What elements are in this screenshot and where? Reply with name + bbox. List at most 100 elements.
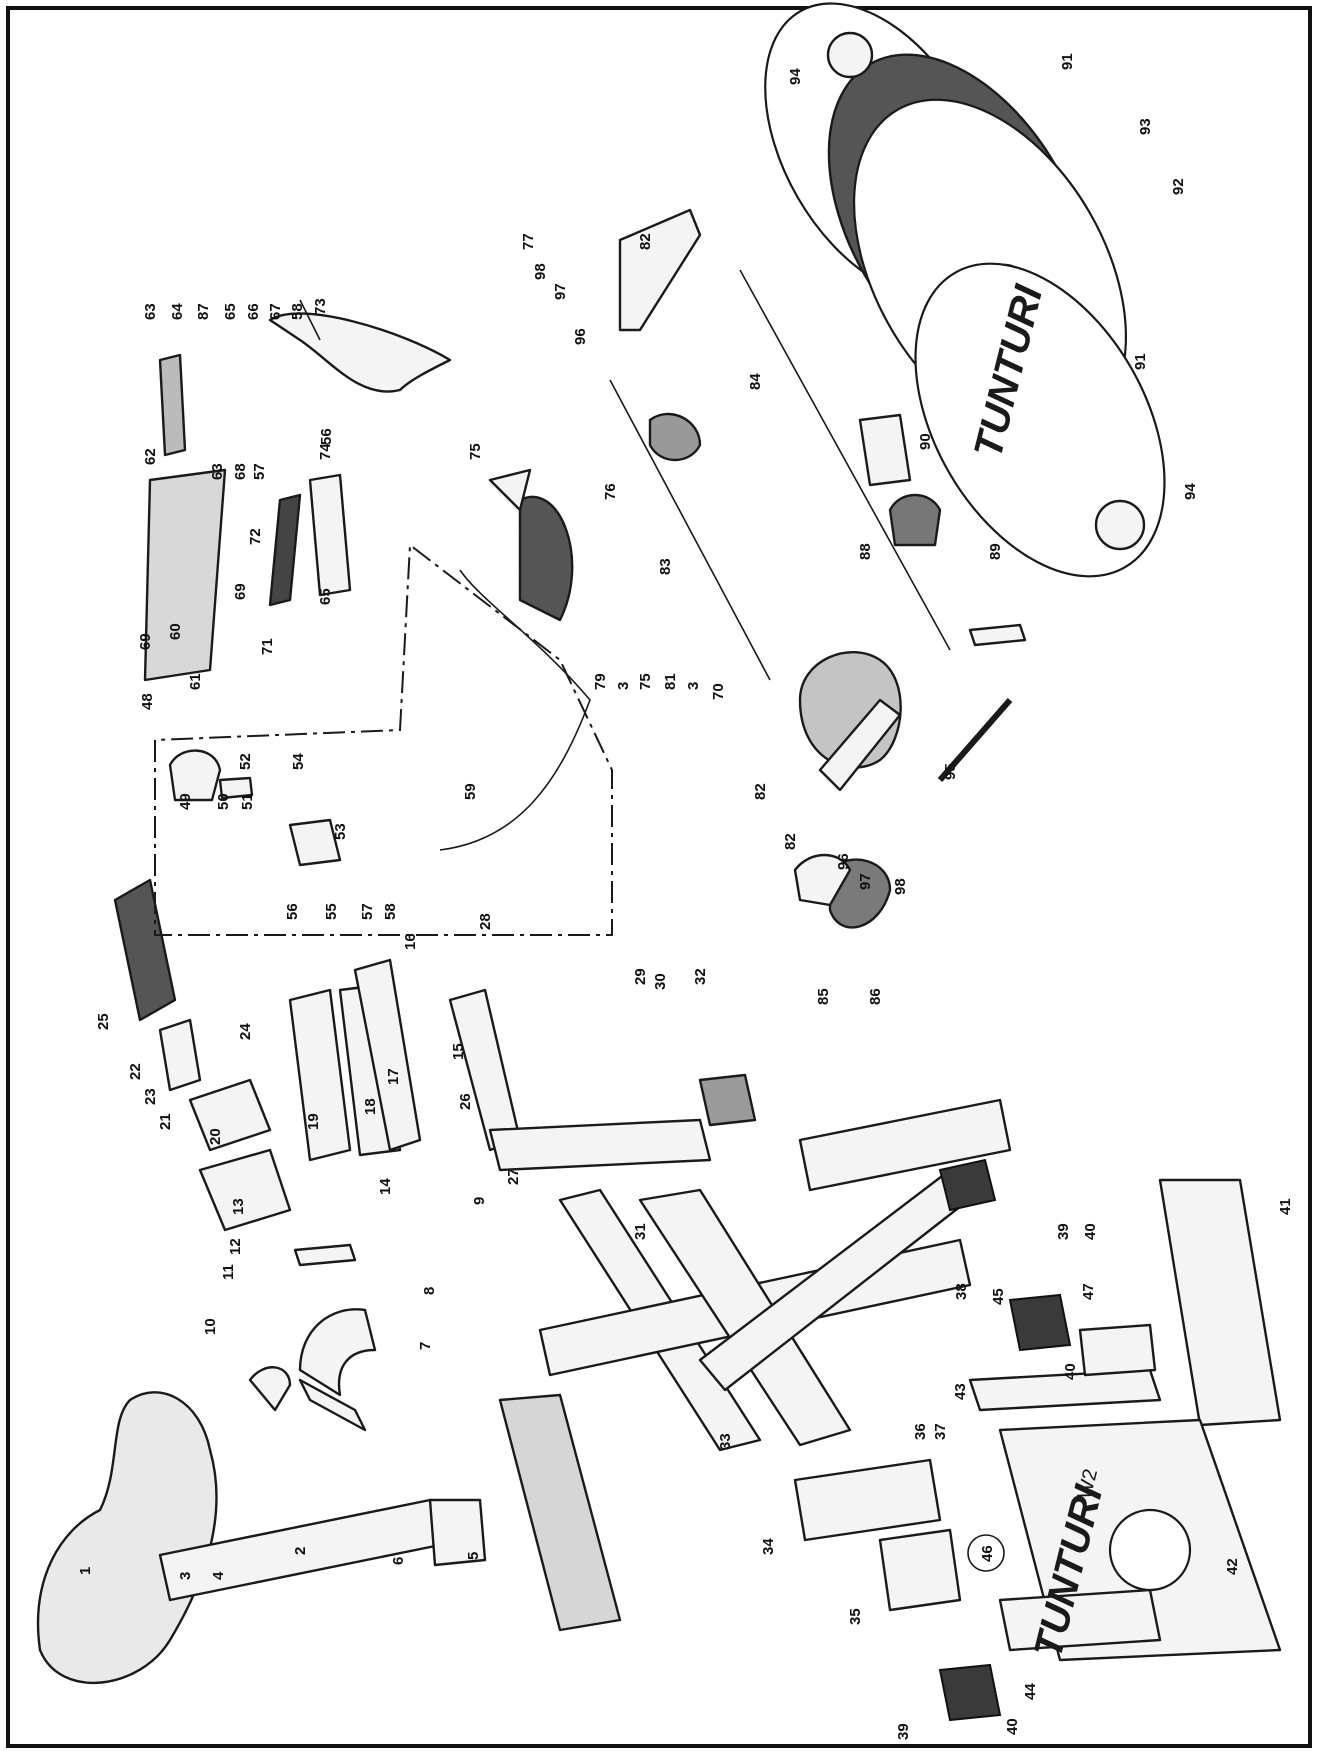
- callout-95: 95: [942, 763, 959, 780]
- callout-97-bottom: 97: [857, 873, 874, 890]
- callout-4: 4: [210, 1571, 227, 1580]
- clamp-block: [198, 1148, 292, 1232]
- callout-81: 81: [662, 673, 679, 690]
- callout-35: 35: [847, 1608, 864, 1625]
- knob-screw: [218, 776, 254, 800]
- cover-hole: [1108, 1508, 1192, 1592]
- knob: [248, 1366, 292, 1412]
- callout-97-top: 97: [552, 283, 569, 300]
- callout-28: 28: [477, 913, 494, 930]
- callout-64: 64: [169, 303, 186, 320]
- callout-39-bottom: 39: [895, 1723, 912, 1740]
- callout-63-lower: 63: [209, 463, 226, 480]
- callout-84: 84: [747, 373, 764, 390]
- callout-85: 85: [815, 988, 832, 1005]
- callout-43: 43: [952, 1383, 969, 1400]
- adjuster-plate: [188, 1078, 272, 1152]
- callout-54: 54: [290, 753, 307, 770]
- callout-46: 46: [979, 1545, 996, 1562]
- callout-69-right: 69: [232, 583, 249, 600]
- end-cap-33: [938, 1158, 997, 1212]
- callout-25: 25: [95, 1013, 112, 1030]
- bracket-73: [299, 299, 321, 341]
- front-stabilizer: [878, 1528, 962, 1612]
- callout-37: 37: [932, 1423, 949, 1440]
- callout-86: 86: [867, 988, 884, 1005]
- handlebar-grip: [298, 1378, 367, 1432]
- brake-shoe-a: [288, 988, 352, 1162]
- callout-7: 7: [417, 1342, 434, 1350]
- cover-44: [998, 1588, 1162, 1652]
- cover-panels: TUNTURI W2: [968, 1178, 1282, 1662]
- callout-66: 66: [245, 303, 262, 320]
- drive-chain-95: [937, 698, 1013, 782]
- callout-94-bottom: 94: [1182, 483, 1199, 500]
- brake-cover-62: [158, 353, 187, 457]
- callout-82-bottom: 82: [782, 833, 799, 850]
- callout-2: 2: [292, 1547, 309, 1555]
- crank-bearing-83: [648, 412, 702, 462]
- callout-3: 3: [177, 1572, 194, 1580]
- brake-spring: [268, 493, 302, 607]
- knob-housing: [288, 818, 342, 867]
- callout-6: 6: [390, 1557, 407, 1565]
- bracket-83: [609, 379, 771, 681]
- brake-assembly: [143, 312, 613, 936]
- callout-23: 23: [142, 1088, 159, 1105]
- tension-knob: [168, 749, 222, 802]
- callout-53: 53: [332, 823, 349, 840]
- callout-61: 61: [187, 673, 204, 690]
- callout-98-bottom: 98: [892, 878, 909, 895]
- brake-pad-plate: [143, 468, 227, 682]
- callouts: 1 2 3 4 5 6 7 8 9 10 11 12 13 14 15 16 1…: [77, 53, 1294, 1740]
- cover-41: [1158, 1178, 1282, 1427]
- callout-21: 21: [157, 1113, 174, 1130]
- lock-ring-94-top: [826, 31, 874, 79]
- callout-82-top: 82: [637, 233, 654, 250]
- seat-group: [36, 878, 757, 1684]
- callout-15: 15: [450, 1043, 467, 1060]
- callout-52: 52: [237, 753, 254, 770]
- callout-30: 30: [652, 973, 669, 990]
- callout-41: 41: [1277, 1198, 1294, 1215]
- callout-29: 29: [632, 968, 649, 985]
- drive-group: TUNTURI: [618, 2, 1166, 929]
- callout-69-left: 69: [137, 633, 154, 650]
- callout-46-ring: [967, 1534, 1005, 1572]
- callout-98-top: 98: [532, 263, 549, 280]
- stabilizer-tube: [793, 1458, 942, 1542]
- callout-65-lower: 65: [317, 588, 334, 605]
- spring: [113, 878, 177, 1022]
- rear-stabilizer: [798, 1098, 1012, 1192]
- callout-20: 20: [207, 1128, 224, 1145]
- callout-72: 72: [247, 528, 264, 545]
- callout-92: 92: [1170, 178, 1187, 195]
- callout-3-right: 3: [685, 682, 702, 690]
- callout-56-lower: 56: [284, 903, 301, 920]
- callout-18: 18: [362, 1098, 379, 1115]
- callout-56-upper: 56: [318, 428, 335, 445]
- callout-73: 73: [312, 298, 329, 315]
- front-post-plate: [448, 988, 522, 1152]
- group-brackets: [299, 269, 951, 681]
- callout-82-mid: 82: [752, 783, 769, 800]
- freewheel-89: [888, 493, 942, 547]
- frame-cover-9: [498, 1393, 622, 1632]
- crank-82-bottom: [818, 698, 902, 792]
- main-frame: [498, 1098, 1072, 1722]
- callout-57-lower: 57: [359, 903, 376, 920]
- brake-arm: [353, 958, 422, 1152]
- callout-32: 32: [692, 968, 709, 985]
- callout-26: 26: [457, 1093, 474, 1110]
- callout-63-upper: 63: [142, 303, 159, 320]
- callout-70: 70: [710, 683, 727, 700]
- callout-65-upper: 65: [222, 303, 239, 320]
- callout-59: 59: [462, 783, 479, 800]
- callout-90: 90: [917, 433, 934, 450]
- callout-1: 1: [77, 1567, 94, 1575]
- pedal-strap-85: [793, 853, 852, 907]
- pad-holder-76: [518, 495, 574, 622]
- callout-77: 77: [520, 233, 537, 250]
- flywheel-plate-91-logo: [914, 262, 1166, 578]
- handlebar-tube: [293, 1243, 357, 1267]
